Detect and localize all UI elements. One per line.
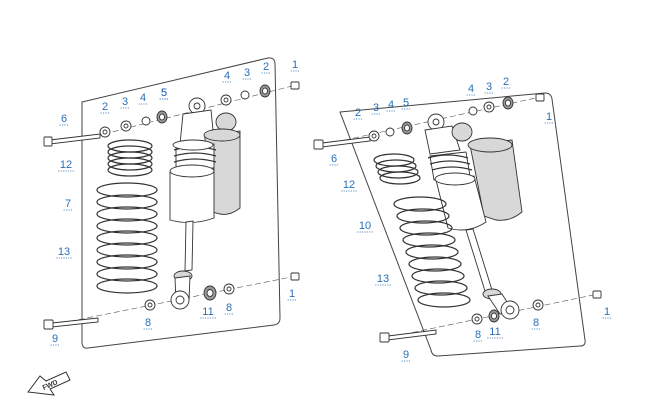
callout-number[interactable]: 12 xyxy=(60,159,72,171)
callout-number[interactable]: 8 xyxy=(145,317,151,329)
callout-right-2[interactable]: 2 xyxy=(353,107,363,120)
callout-number[interactable]: 11 xyxy=(489,326,500,338)
right-shock-assembly xyxy=(313,92,602,357)
right-small-spring xyxy=(373,153,421,185)
callout-number[interactable]: 13 xyxy=(58,246,70,258)
callout-number[interactable]: 6 xyxy=(61,113,67,125)
callout-right-2[interactable]: 2 xyxy=(501,76,511,89)
callout-number[interactable]: 2 xyxy=(355,107,361,119)
callout-number[interactable]: 8 xyxy=(533,317,539,329)
callout-right-1[interactable]: 1 xyxy=(602,306,612,319)
callout-right-3[interactable]: 3 xyxy=(484,81,494,94)
callout-right-4[interactable]: 4 xyxy=(466,83,476,96)
callout-number[interactable]: 8 xyxy=(475,329,481,341)
callout-number[interactable]: 4 xyxy=(468,83,474,95)
left-shock-body xyxy=(169,97,241,310)
callout-right-3[interactable]: 3 xyxy=(371,102,381,115)
callout-number[interactable]: 5 xyxy=(403,97,409,109)
left-shock-assembly xyxy=(43,57,300,349)
callout-number[interactable]: 3 xyxy=(486,81,492,93)
callout-number[interactable]: 5 xyxy=(161,87,167,99)
callout-number[interactable]: 2 xyxy=(263,61,269,73)
right-bottom-hardware xyxy=(379,290,602,343)
callout-left-3[interactable]: 3 xyxy=(120,96,130,109)
callout-right-6[interactable]: 6 xyxy=(329,153,339,166)
callout-left-8[interactable]: 8 xyxy=(143,317,153,330)
callout-number[interactable]: 2 xyxy=(102,101,108,113)
callout-number[interactable]: 1 xyxy=(604,306,610,318)
callout-left-3[interactable]: 3 xyxy=(242,67,252,80)
callout-left-11[interactable]: 11 xyxy=(200,306,216,319)
callout-number[interactable]: 3 xyxy=(122,96,128,108)
callout-right-8[interactable]: 8 xyxy=(473,329,483,342)
callout-right-1[interactable]: 1 xyxy=(544,111,554,124)
callout-number[interactable]: 5 xyxy=(161,87,167,99)
callout-number[interactable]: 3 xyxy=(244,67,250,79)
fwd-arrow-icon: FWD xyxy=(27,371,71,396)
callout-left-5[interactable]: 5 xyxy=(159,87,169,100)
left-small-spring xyxy=(107,139,153,177)
callout-right-10[interactable]: 10 xyxy=(357,220,373,233)
callout-number[interactable]: 13 xyxy=(377,273,389,285)
callout-left-1[interactable]: 1 xyxy=(290,59,300,72)
callout-right-5[interactable]: 5 xyxy=(401,97,411,110)
callout-left-4[interactable]: 4 xyxy=(222,70,232,83)
callout-number[interactable]: 1 xyxy=(546,111,552,123)
callout-left-6[interactable]: 6 xyxy=(59,113,69,126)
left-bottom-hardware xyxy=(43,272,300,330)
callout-number[interactable]: 8 xyxy=(226,302,232,314)
right-top-hardware xyxy=(313,93,545,150)
callout-number[interactable]: 2 xyxy=(503,76,509,88)
callout-number[interactable]: 3 xyxy=(373,102,379,114)
callout-left-8[interactable]: 8 xyxy=(224,302,234,315)
callout-left-2[interactable]: 2 xyxy=(261,61,271,74)
callout-number[interactable]: 9 xyxy=(52,333,58,345)
callout-number[interactable]: 7 xyxy=(65,198,71,210)
callout-number[interactable]: 1 xyxy=(289,288,295,300)
callout-left-2[interactable]: 2 xyxy=(100,101,110,114)
callout-number[interactable]: 1 xyxy=(292,59,298,71)
callout-right-11[interactable]: 11 xyxy=(487,326,503,339)
callout-right-12[interactable]: 12 xyxy=(341,179,357,192)
callout-left-1[interactable]: 1 xyxy=(287,288,297,301)
callout-left-4[interactable]: 4 xyxy=(138,92,148,105)
callout-number[interactable]: 12 xyxy=(343,179,355,191)
callout-right-9[interactable]: 9 xyxy=(401,349,411,362)
callout-right-4[interactable]: 4 xyxy=(386,99,396,112)
callout-number[interactable]: 11 xyxy=(202,306,213,318)
left-top-hardware xyxy=(43,81,300,147)
callout-left-12[interactable]: 12 xyxy=(58,159,74,172)
callout-number[interactable]: 4 xyxy=(140,92,146,104)
callout-left-13[interactable]: 13 xyxy=(56,246,72,259)
callout-left-7[interactable]: 7 xyxy=(63,198,73,211)
callout-left-9[interactable]: 9 xyxy=(50,333,60,346)
callout-number[interactable]: 10 xyxy=(359,220,371,232)
callout-number[interactable]: 4 xyxy=(224,70,230,82)
right-main-spring xyxy=(393,196,471,308)
callout-number[interactable]: 4 xyxy=(388,99,394,111)
callout-number[interactable]: 6 xyxy=(331,153,337,165)
callout-number[interactable]: 9 xyxy=(403,349,409,361)
callout-right-13[interactable]: 13 xyxy=(375,273,391,286)
callout-right-8[interactable]: 8 xyxy=(531,317,541,330)
left-main-spring xyxy=(96,182,158,294)
